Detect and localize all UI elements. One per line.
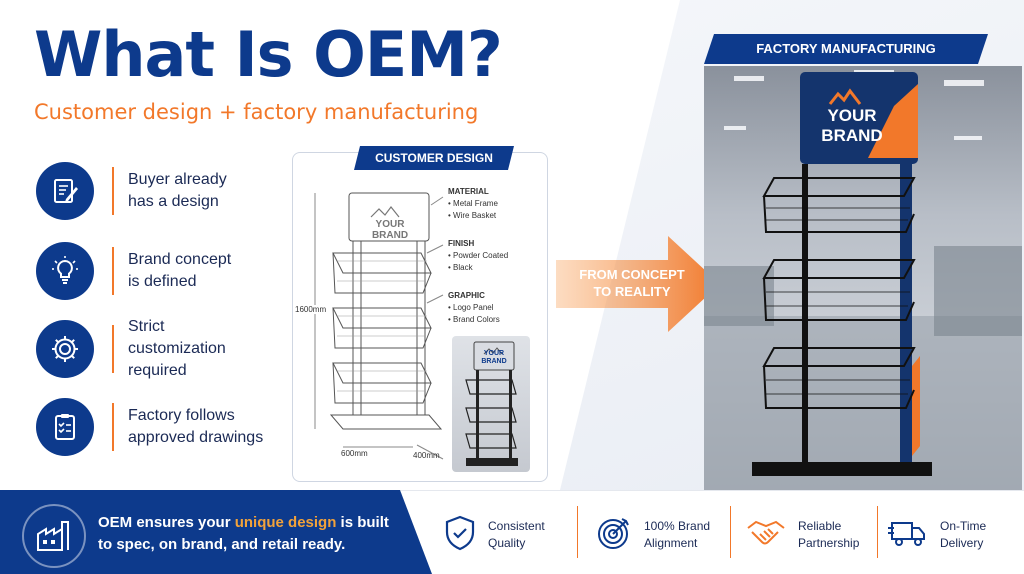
factory-photo: YOUR BRAND (704, 66, 1022, 494)
shield-check-icon (444, 515, 476, 556)
feature-item: Buyer already has a design (36, 160, 296, 222)
page-subtitle: Customer design + factory manufacturing (34, 100, 479, 124)
dimension-depth: 400mm (413, 451, 440, 460)
concept-arrow-text: FROM CONCEPT TO REALITY (579, 267, 685, 299)
feature-item: Strict customization required (36, 318, 296, 380)
handshake-icon (746, 516, 786, 555)
spec-finish: FINISH • Powder Coated • Black (448, 239, 509, 272)
sample-brand-text: YOUR BRAND (481, 350, 507, 365)
page-title: What Is OEM? (34, 18, 503, 91)
spec-material: MATERIAL • Metal Frame • Wire Basket (448, 187, 498, 220)
customer-design-card: YOUR BRAND 1600mm 600mm 400mm (292, 152, 548, 482)
benefit-text: Consistent Quality (488, 519, 545, 550)
concept-arrow-icon (556, 236, 720, 332)
bottom-message: OEM ensures your unique design is built … (98, 514, 389, 553)
feature-item: Factory follows approved drawings (36, 396, 296, 458)
feature-text: Brand concept is defined (128, 251, 232, 290)
feature-item: Brand concept is defined (36, 240, 296, 302)
benefit-text: On-Time Delivery (940, 519, 987, 550)
benefit-text: 100% Brand Alignment (644, 519, 711, 550)
benefit-item: On-Time Delivery (888, 510, 986, 560)
gear-icon (36, 320, 94, 378)
bottom-message-highlight: unique design (234, 514, 337, 531)
factory-icon (22, 504, 86, 568)
factory-manufacturing-tag: FACTORY MANUFACTURING (704, 34, 988, 64)
feature-text: Factory follows approved drawings (128, 407, 264, 446)
benefit-item: Reliable Partnership (746, 510, 859, 560)
delivery-truck-icon (888, 517, 928, 554)
lightbulb-icon (36, 242, 94, 300)
target-icon (596, 515, 632, 556)
benefit-item: Consistent Quality (444, 510, 545, 560)
customer-design-tag: CUSTOMER DESIGN (354, 146, 514, 170)
sketch-brand-text: YOUR BRAND (371, 219, 409, 241)
dimension-height: 1600mm (295, 305, 327, 314)
display-rack-drawing (314, 192, 444, 460)
clipboard-checklist-icon (36, 398, 94, 456)
feature-text: Buyer already has a design (128, 171, 227, 210)
benefit-item: 100% Brand Alignment (596, 510, 710, 560)
benefit-text: Reliable Partnership (798, 519, 860, 550)
factory-brand-text: YOUR BRAND (821, 106, 883, 145)
sample-rack-photo: YOUR BRAND (452, 336, 530, 472)
dimension-width: 600mm (341, 449, 368, 458)
spec-graphic: GRAPHIC • Logo Panel • Brand Colors (448, 291, 500, 324)
feature-text: Strict customization required (128, 318, 226, 379)
design-document-icon (36, 162, 94, 220)
